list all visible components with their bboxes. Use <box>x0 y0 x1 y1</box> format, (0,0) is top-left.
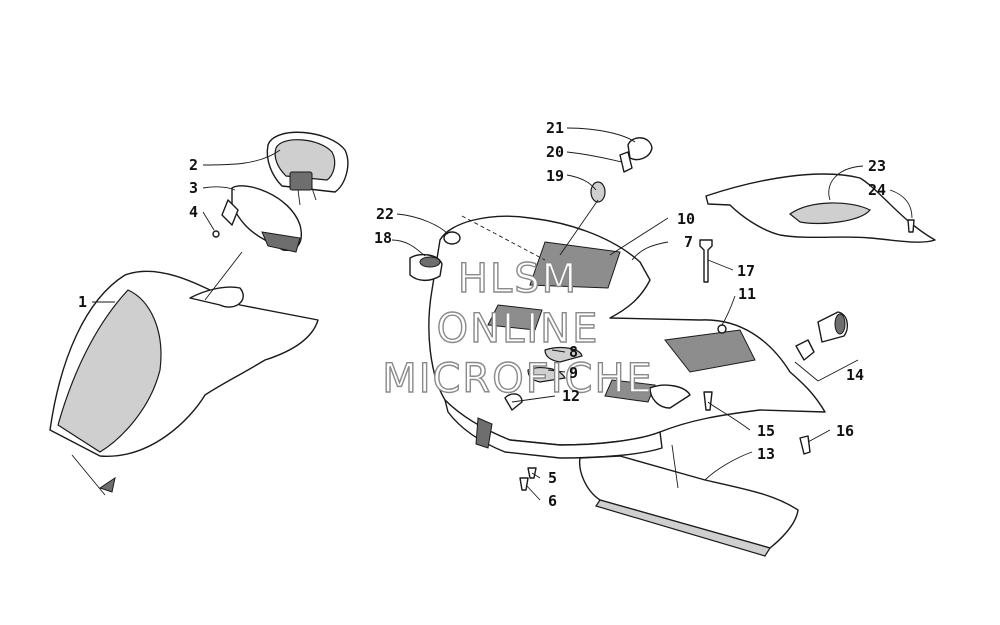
part-2-gauge <box>266 131 349 206</box>
callout-13: 13 <box>757 445 775 463</box>
callout-23: 23 <box>868 157 886 175</box>
part-3-bezel <box>221 185 302 253</box>
callout-20: 20 <box>546 143 564 161</box>
part-22-nut <box>443 231 461 245</box>
callout-16: 16 <box>836 422 854 440</box>
callout-15: 15 <box>757 422 775 440</box>
part-14-power-outlet <box>794 311 859 382</box>
callout-22: 22 <box>376 205 394 223</box>
callout-9: 9 <box>569 364 578 382</box>
callout-18: 18 <box>374 229 392 247</box>
watermark-line-3: MICROFICHE <box>382 356 654 402</box>
part-7-console-body <box>428 215 826 459</box>
callout-4: 4 <box>189 203 198 221</box>
callout-6: 6 <box>548 492 557 510</box>
callout-leaders <box>92 127 913 501</box>
part-18-switch <box>409 253 443 282</box>
callout-12: 12 <box>562 387 580 405</box>
callout-8: 8 <box>569 343 578 361</box>
part-1-front-hood <box>49 270 319 496</box>
part-19-21-fasteners <box>559 137 653 256</box>
part-23-rear-cover <box>705 173 936 243</box>
watermark-line-1: HLSM <box>458 256 578 302</box>
watermark-line-2: ONLINE <box>437 306 600 352</box>
callout-10: 10 <box>677 210 695 228</box>
part-13-tunnel-pad <box>578 444 799 557</box>
callout-labels: 1 2 3 4 5 6 7 8 9 10 11 12 13 14 15 16 1… <box>78 119 886 510</box>
callout-21: 21 <box>546 119 564 137</box>
callout-17: 17 <box>737 262 755 280</box>
callout-24: 24 <box>868 181 886 199</box>
callout-7: 7 <box>684 233 693 251</box>
callout-3: 3 <box>189 179 198 197</box>
callout-5: 5 <box>548 469 557 487</box>
watermark: HLSM ONLINE MICROFICHE <box>381 255 654 402</box>
callout-19: 19 <box>546 167 564 185</box>
part-4-screw <box>212 230 220 238</box>
callout-2: 2 <box>189 156 198 174</box>
hardware-fasteners <box>519 239 811 491</box>
callout-11: 11 <box>738 285 756 303</box>
assembly-line <box>204 251 243 301</box>
callout-14: 14 <box>846 366 864 384</box>
callout-1: 1 <box>78 293 87 311</box>
